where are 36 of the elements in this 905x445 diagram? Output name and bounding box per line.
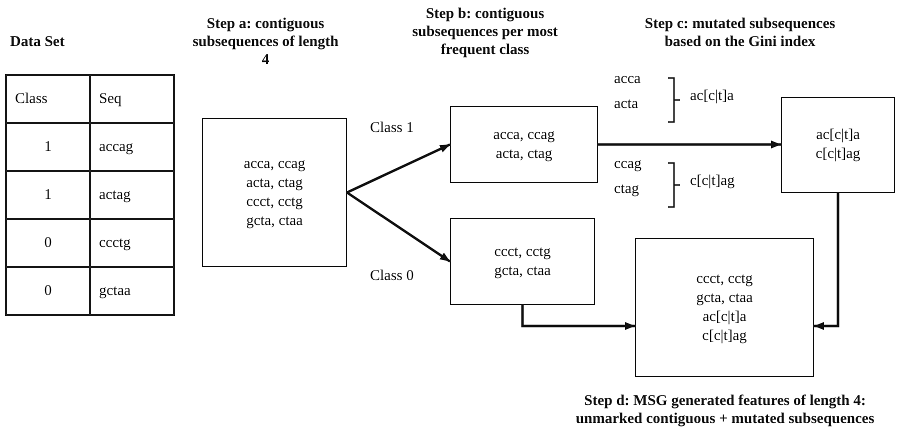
- table-cell: 0: [6, 219, 90, 267]
- arrow: [814, 193, 840, 330]
- table-cell: ccctg: [90, 219, 174, 267]
- table-header: Seq: [90, 75, 174, 123]
- step-heading: Step c: mutated subsequences based on the Gini index: [644, 15, 836, 51]
- pattern-text: c[c|t]ag: [690, 172, 735, 191]
- table-title: Data Set: [10, 33, 65, 52]
- table-cell: accag: [90, 123, 174, 171]
- node-text: acca, ccag acta, ctag ccct, cctg gcta, ctaa: [242, 154, 306, 230]
- node-text: ccct, cctg gcta, ctaa ac[c|t]a c[c|t]ag: [695, 270, 754, 346]
- table-cell: actag: [90, 171, 174, 219]
- process-box: [450, 218, 595, 305]
- step-heading: Step b: contiguous subsequences per most frequent class: [411, 5, 559, 59]
- table-cell: 1: [6, 123, 90, 171]
- node-text: ccct, cctg gcta, ctaa: [493, 242, 552, 280]
- process-box: [635, 238, 814, 377]
- table-cell: 0: [6, 267, 90, 315]
- process-box: [450, 106, 598, 183]
- sequence-text: acta: [614, 95, 638, 114]
- sequence-text: ctag: [614, 180, 639, 199]
- table-cell: gctaa: [90, 267, 174, 315]
- node-text: acca, ccag acta, ctag: [492, 126, 556, 164]
- step-heading: Step a: contiguous subsequences of length 4: [192, 15, 340, 69]
- arrow: [346, 191, 451, 263]
- arrow: [598, 140, 781, 148]
- pattern-text: ac[c|t]a: [690, 87, 734, 106]
- process-box: [781, 97, 895, 193]
- sequence-text: ccag: [614, 155, 642, 174]
- table-cell: 1: [6, 171, 90, 219]
- process-box: [202, 118, 347, 267]
- step-heading: Step d: MSG generated features of length 4: unmarked contiguous + mutated subsequences: [574, 392, 876, 428]
- table-header: Class: [6, 75, 90, 123]
- sequence-text: acca: [614, 70, 641, 89]
- node-text: ac[c|t]a c[c|t]ag: [814, 126, 862, 164]
- arrow: [346, 143, 451, 194]
- arrow: [521, 305, 635, 330]
